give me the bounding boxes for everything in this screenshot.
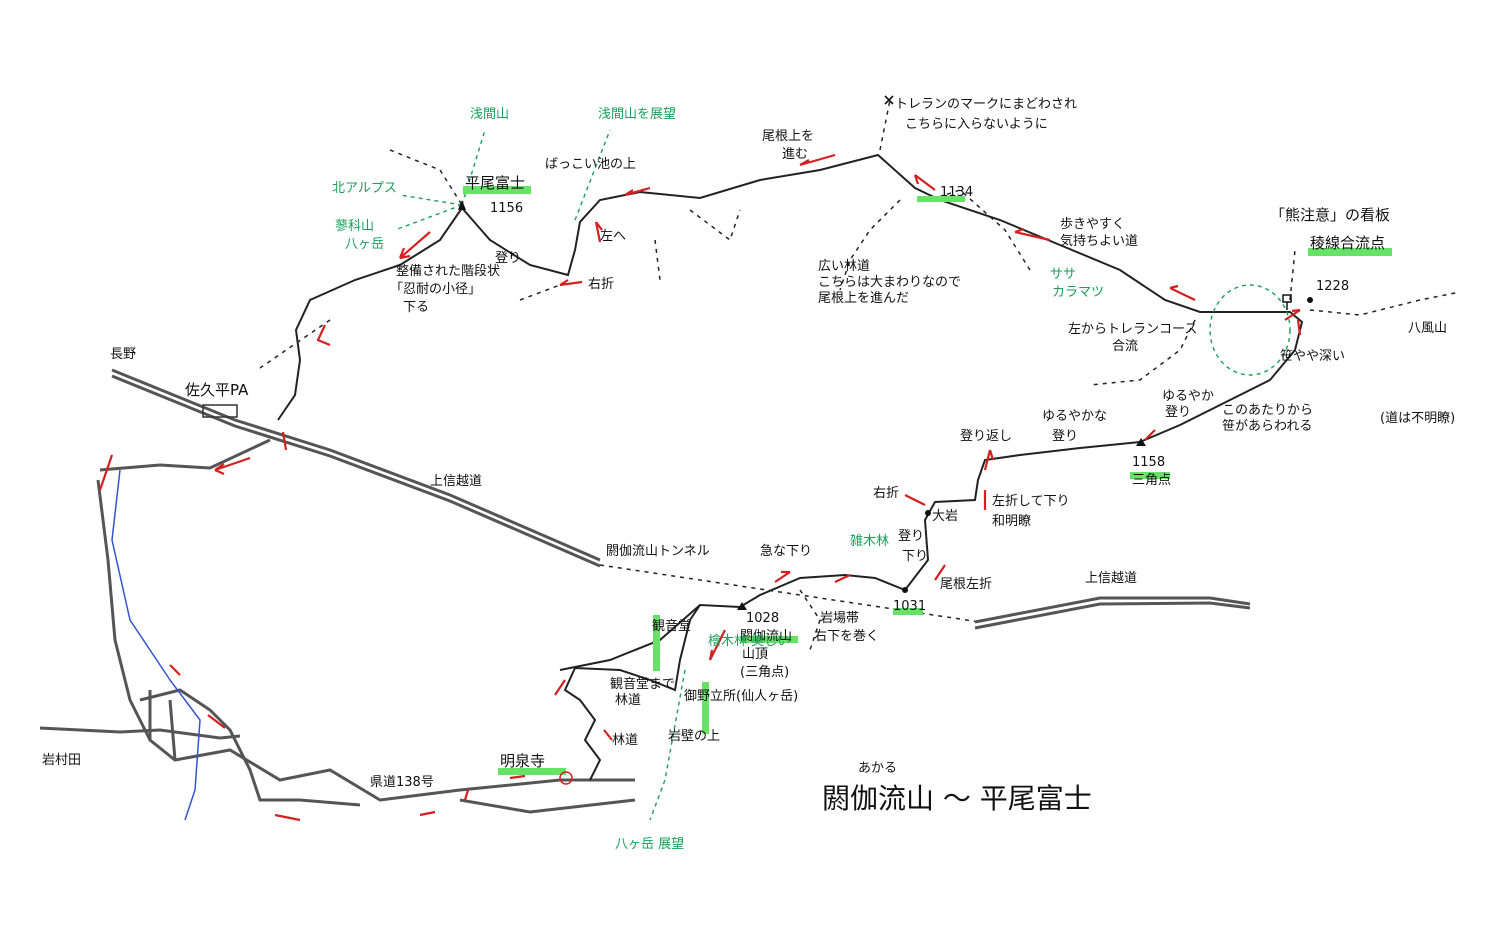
- sasa-area-2: 笹があらわれる: [1222, 418, 1312, 434]
- yurui-2a: ゆるやかな: [1042, 409, 1107, 424]
- local-roads: [39, 438, 636, 821]
- nobori-kaeshi: 登り返し: [960, 429, 1012, 444]
- karamatsu-label: カラマツ: [1052, 285, 1104, 300]
- no-entry-icon: [884, 95, 894, 105]
- akaru-sub2: (三角点): [740, 665, 789, 680]
- nobori-top: 登り: [495, 251, 521, 266]
- zoki-label: 雑木林: [850, 533, 889, 549]
- route-arrows: [98, 153, 1302, 822]
- meisenji: 明泉寺: [500, 752, 545, 770]
- hirao-name: 平尾富士: [465, 174, 525, 192]
- iwakabe: 岩壁の上: [668, 729, 720, 744]
- ryosen-junction: 稜線合流点: [1310, 234, 1385, 252]
- iwamurata-label: 岩村田: [42, 753, 81, 768]
- ooiwa: 大岩: [932, 509, 958, 524]
- asama-view-label: 浅間山を展望: [598, 106, 676, 122]
- main-trail: [277, 153, 1304, 781]
- rindou-1: 広い林道: [818, 259, 870, 274]
- iwaba-2: 右下を巻く: [814, 629, 879, 644]
- arukiyasui-1: 歩きやすく: [1060, 217, 1125, 232]
- sasaya: 笹やや深い: [1280, 348, 1345, 364]
- usetsu-mid: 右折: [873, 486, 899, 501]
- usetsu-top: 右折: [588, 277, 614, 292]
- akaru-name: 閼伽流山: [740, 629, 792, 644]
- dotted-paths: [259, 99, 1461, 651]
- akaru-elev: 1028: [746, 611, 779, 626]
- kaidan-3: 下る: [403, 300, 429, 315]
- kaidan-1: 整備された階段状: [396, 263, 500, 279]
- akaru-summit-icon: [737, 602, 747, 610]
- yatsu-view: 八ヶ岳 展望: [615, 836, 684, 852]
- p1158: 1158: [1132, 455, 1165, 470]
- ooiwa-icon: [925, 510, 931, 516]
- signboard-icon: [1282, 294, 1292, 310]
- one-ue-1: 尾根上を: [762, 129, 814, 144]
- kannon-rindou-1: 観音堂まで: [610, 676, 675, 692]
- p1031: 1031: [893, 599, 926, 614]
- bakkoike: ばっこい池の上: [545, 157, 636, 172]
- sasetsu-kudari: 左折して下り: [992, 494, 1070, 509]
- junction-circle: [1209, 284, 1291, 376]
- point-1228-icon: [1307, 297, 1313, 303]
- kudari-mid: 下り: [902, 549, 928, 564]
- kita-alps-label: 北アルプス: [332, 181, 397, 196]
- point-1031-icon: [902, 587, 908, 593]
- rindou-low: 林道: [612, 733, 638, 748]
- p1158-sub: 三角点: [1132, 473, 1171, 488]
- view-lines: [394, 129, 686, 821]
- yurui-2b: 登り: [1052, 429, 1078, 444]
- akaru-sub1: 山頂: [742, 647, 768, 662]
- trailrun-1: 左からトレランコース: [1068, 322, 1197, 337]
- joshinetsu-2: 上信越道: [1085, 571, 1137, 586]
- labels: 平尾富士 1156 浅間山 浅間山を展望 北アルプス 蓼科山 八ヶ岳 登り 整備…: [42, 97, 1455, 852]
- hinoki-label: 檜木林 美しい: [708, 633, 790, 649]
- map-title: 閼伽流山 〜 平尾富士: [822, 782, 1092, 815]
- one-sasetsu: 尾根左折: [940, 577, 992, 592]
- tunnel-label: 閼伽流山トンネル: [606, 544, 710, 559]
- pa-icon: [202, 404, 238, 418]
- markers: [458, 95, 1313, 785]
- one-ue-2: 進む: [782, 147, 808, 162]
- trail-mark-2: こちらに入らないように: [905, 117, 1048, 132]
- kaidan-2: 「忍耐の小径」: [390, 282, 481, 297]
- joshinetsu-1: 上信越道: [430, 474, 482, 489]
- kyuna-kudari: 急な下り: [760, 544, 812, 559]
- yurui-1a: ゆるやか: [1162, 389, 1214, 404]
- arukiyasui-2: 気持ちよい道: [1060, 233, 1138, 249]
- sasa-area-1: このあたりから: [1222, 403, 1313, 418]
- kuma-sign: 「熊注意」の看板: [1270, 206, 1390, 224]
- wa-meiryo: 和明瞭: [992, 514, 1031, 529]
- tateshina-label: 蓼科山: [335, 219, 374, 234]
- sasa-label: ササ: [1050, 267, 1076, 282]
- nagano-label: 長野: [110, 347, 136, 362]
- expressway: [111, 368, 1251, 630]
- kannon: 観音堂: [652, 618, 691, 634]
- iwaba-1: 岩場帯: [820, 611, 859, 626]
- yurui-1b: 登り: [1165, 405, 1191, 420]
- temple-icon: [559, 771, 573, 785]
- asama-label: 浅間山: [470, 107, 509, 122]
- hidari-he: 左へ: [600, 229, 626, 244]
- rindou-2: こちらは大まわりなので: [818, 275, 961, 290]
- kannon-rindou-2: 林道: [615, 693, 641, 708]
- hirao-elev: 1156: [490, 201, 523, 216]
- p1228: 1228: [1316, 279, 1349, 294]
- rindou-3: 尾根上を進んだ: [818, 291, 909, 306]
- title-ruby: あかる: [858, 761, 897, 776]
- nobori-mid: 登り: [898, 529, 924, 544]
- trail-mark-1: トレランのマークにまどわされ: [895, 97, 1077, 112]
- trailrun-2: 合流: [1112, 339, 1138, 354]
- highlights: [463, 186, 1392, 775]
- hirao-summit-icon: [458, 200, 466, 210]
- p1134: 1134: [940, 185, 973, 200]
- kendo-label: 県道138号: [370, 775, 434, 790]
- yatsu-label: 八ヶ岳: [345, 237, 384, 252]
- michi-fumei: (道は不明瞭): [1380, 411, 1455, 426]
- gonotachi: 御野立所(仙人ヶ岳): [684, 689, 798, 704]
- sakudaira-pa: 佐久平PA: [185, 381, 249, 399]
- yahazekaze: 八風山: [1408, 321, 1447, 336]
- triangulation-icon: [1136, 438, 1146, 446]
